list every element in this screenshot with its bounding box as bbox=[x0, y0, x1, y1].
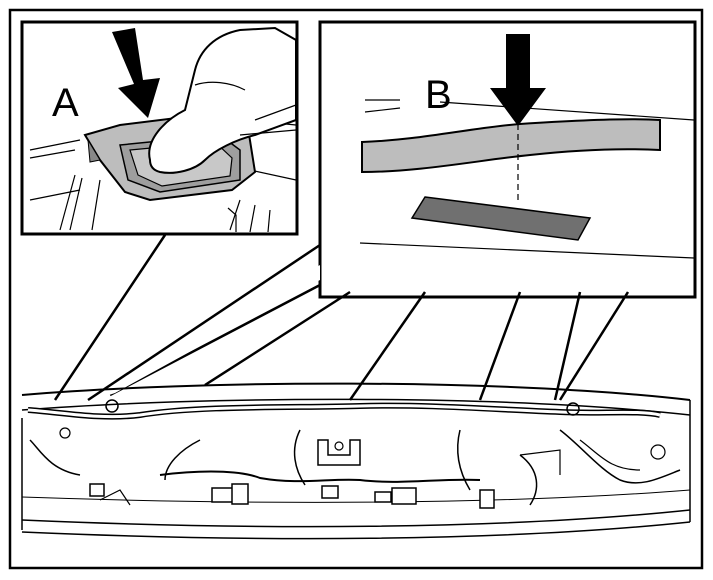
arrow-a-icon bbox=[112, 28, 160, 118]
arrow-b-icon bbox=[490, 34, 546, 126]
hood-assembly bbox=[21, 382, 691, 540]
leader-lines bbox=[53, 234, 630, 402]
callout-b-label: B bbox=[425, 73, 452, 117]
callout-a-label: A bbox=[52, 81, 79, 125]
outer-frame bbox=[8, 8, 704, 570]
detail-b-inset bbox=[318, 20, 697, 299]
detail-a-inset bbox=[20, 20, 299, 236]
